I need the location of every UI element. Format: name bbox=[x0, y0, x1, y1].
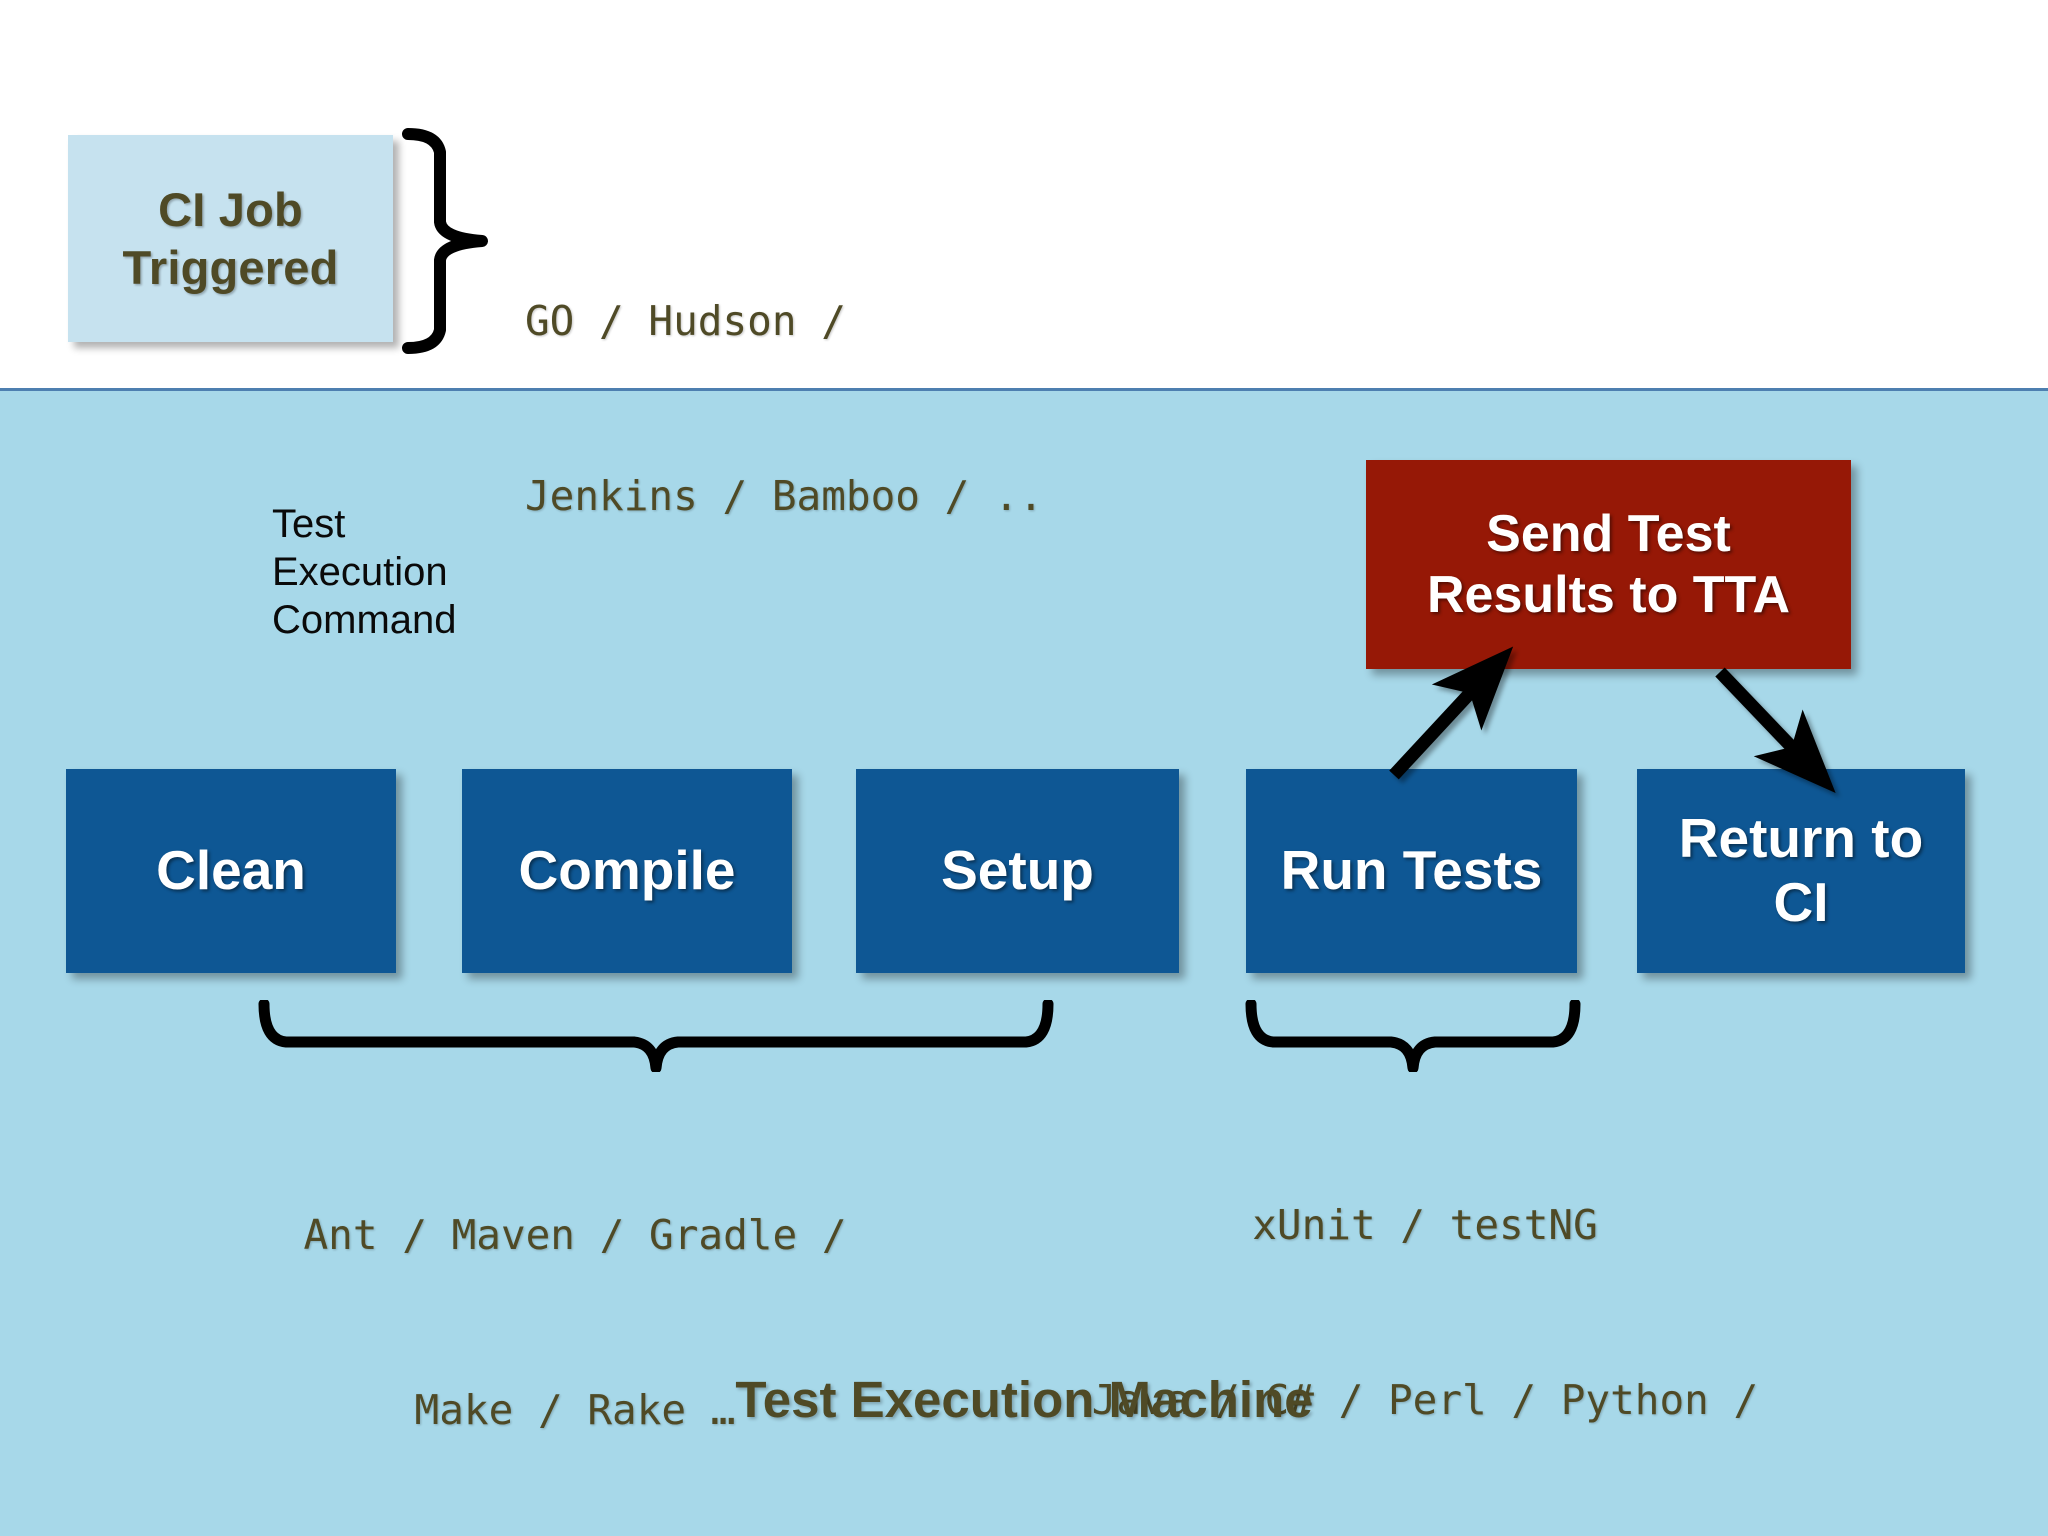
pipeline-step-compile-label: Compile bbox=[518, 839, 736, 902]
ci-job-triggered-label: CI Job Triggered bbox=[123, 181, 339, 296]
panel-title: Test Execution Machine bbox=[735, 1371, 1313, 1428]
ci-tools-line-1: GO / Hudson / bbox=[525, 297, 846, 346]
pipeline-step-clean-label: Clean bbox=[156, 839, 306, 902]
build-tools-brace-icon bbox=[258, 1000, 1054, 1072]
ci-job-triggered-box[interactable]: CI Job Triggered bbox=[68, 135, 393, 342]
pipeline-step-setup-label: Setup bbox=[941, 839, 1094, 902]
return-to-ci-label: Return to CI bbox=[1679, 807, 1923, 935]
return-to-ci-line-1: Return to bbox=[1678, 807, 1924, 870]
pipeline-step-compile[interactable]: Compile bbox=[462, 769, 792, 973]
ci-tools-brace-icon bbox=[402, 128, 488, 354]
send-test-results-label: Send Test Results to TTA bbox=[1427, 504, 1790, 625]
test-tools-brace-icon bbox=[1245, 1000, 1581, 1072]
ci-tools-annotation: GO / Hudson / Jenkins / Bamboo / .. bbox=[525, 176, 1043, 642]
command-label-line-2: Execution bbox=[272, 550, 448, 594]
test-tools-annotation: xUnit / testNG Java / C# / Perl / Python… bbox=[1010, 1080, 1840, 1536]
build-tools-line-2: Make / Rake … bbox=[414, 1386, 736, 1435]
test-execution-command-label: Test Execution Command bbox=[272, 500, 457, 644]
ci-tools-line-2: Jenkins / Bamboo / .. bbox=[525, 472, 1044, 521]
pipeline-step-run-tests-label: Run Tests bbox=[1280, 839, 1543, 902]
build-tools-line-1: Ant / Maven / Gradle / bbox=[303, 1211, 847, 1260]
return-to-ci-line-2: CI bbox=[1773, 871, 1829, 933]
test-tools-line-2: Java / C# / Perl / Python / bbox=[1091, 1376, 1759, 1425]
send-test-results-box[interactable]: Send Test Results to TTA bbox=[1366, 460, 1851, 669]
return-to-ci-box[interactable]: Return to CI bbox=[1637, 769, 1965, 973]
ci-job-line-1: CI Job bbox=[158, 183, 303, 237]
pipeline-step-setup[interactable]: Setup bbox=[856, 769, 1179, 973]
command-label-line-3: Command bbox=[272, 598, 457, 642]
test-tools-line-1: xUnit / testNG bbox=[1252, 1201, 1598, 1250]
pipeline-step-clean[interactable]: Clean bbox=[66, 769, 396, 973]
command-label-line-1: Test bbox=[272, 502, 346, 546]
send-results-line-1: Send Test bbox=[1486, 505, 1731, 564]
build-tools-annotation: Ant / Maven / Gradle / Make / Rake … bbox=[180, 1090, 970, 1536]
ci-job-line-2: Triggered bbox=[122, 240, 339, 294]
pipeline-step-run-tests[interactable]: Run Tests bbox=[1246, 769, 1577, 973]
send-results-line-2: Results to TTA bbox=[1426, 565, 1791, 624]
